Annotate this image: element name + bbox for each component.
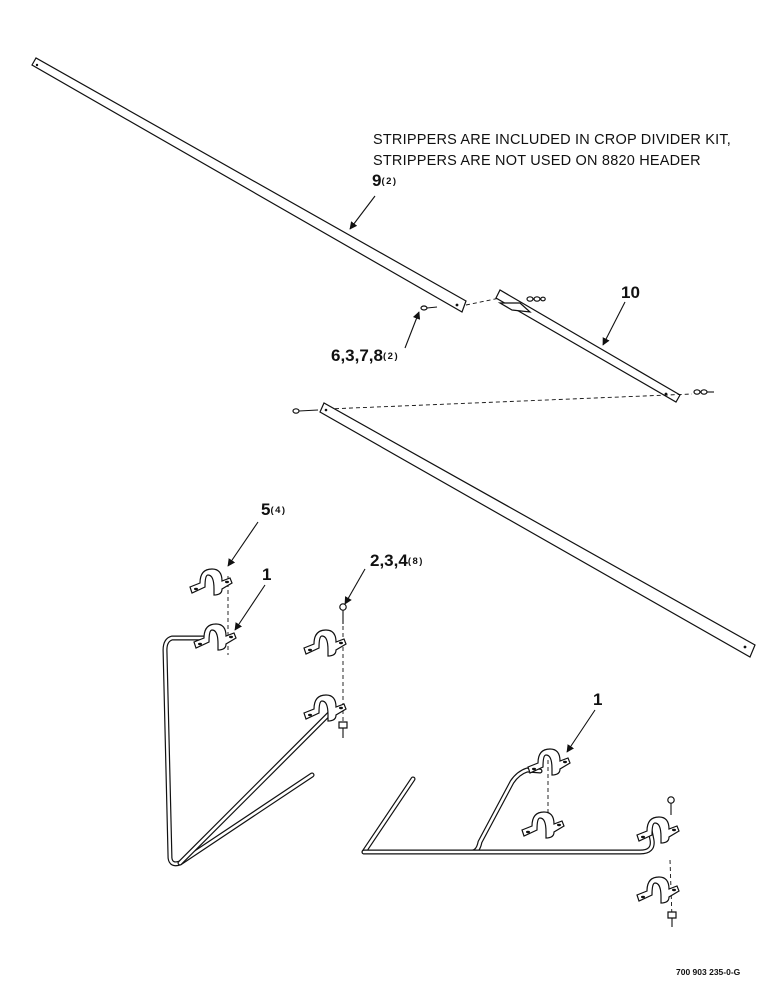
clamp-1-right — [527, 748, 571, 776]
clamp-right-lower — [521, 811, 565, 839]
callout-9-number: 9 — [372, 171, 382, 190]
callout-6378: 6,3,7,8(2) — [331, 346, 399, 366]
nut-center — [338, 721, 348, 738]
leader-5 — [227, 521, 259, 567]
leader-10 — [602, 301, 626, 346]
callout-1-right: 1 — [593, 690, 602, 710]
leader-1a — [234, 584, 266, 631]
callout-6378-number: 6,3,7,8 — [331, 346, 383, 365]
nut-right — [667, 911, 677, 927]
clamp-right-bottom — [636, 876, 680, 904]
leader-9 — [349, 195, 376, 230]
clamp-center-upper — [303, 629, 347, 657]
note-line-2: STRIPPERS ARE NOT USED ON 8820 HEADER — [373, 153, 701, 169]
callout-9-qty: (2) — [381, 176, 398, 187]
clamp-5-top — [189, 568, 233, 596]
callout-1-left: 1 — [262, 565, 271, 585]
callout-9: 9(2) — [372, 171, 398, 191]
stripper-note: STRIPPERS ARE INCLUDED IN CROP DIVIDER K… — [373, 130, 731, 172]
bolt-hardware-lower — [292, 408, 319, 414]
callout-5: 5(4) — [261, 500, 287, 520]
callout-1-right-number: 1 — [593, 690, 603, 709]
assembly-line-10-lower — [327, 393, 693, 410]
crop-divider-rod-left — [162, 635, 333, 867]
callout-234-qty: (8) — [407, 556, 424, 567]
drawing-number: 700 903 235-0-G — [676, 967, 741, 977]
callout-1-left-number: 1 — [262, 565, 272, 584]
callout-5-number: 5 — [261, 500, 271, 519]
stripper-bar-short — [495, 289, 681, 403]
leader-6378 — [404, 311, 421, 349]
bolt-center — [339, 603, 347, 624]
callout-234: 2,3,4(8) — [370, 551, 424, 571]
stripper-bar-lower — [319, 402, 756, 658]
bolt-hardware-upper — [420, 305, 438, 311]
crop-divider-rod-right — [361, 767, 655, 855]
leader-234 — [344, 568, 366, 605]
callout-6378-qty: (2) — [383, 351, 400, 362]
nut-hardware-top — [526, 296, 546, 302]
leader-1b — [566, 709, 596, 753]
clamp-right-upper — [636, 816, 680, 844]
assembly-line-9-10 — [465, 297, 501, 306]
callout-5-qty: (4) — [270, 505, 287, 516]
callout-10: 10 — [621, 283, 640, 303]
note-line-1: STRIPPERS ARE INCLUDED IN CROP DIVIDER K… — [373, 132, 732, 148]
nut-hardware-right — [693, 389, 714, 395]
bolt-right — [667, 796, 675, 815]
stripper-bar-upper — [31, 57, 467, 313]
callout-234-number: 2,3,4 — [370, 551, 408, 570]
callout-10-number: 10 — [621, 283, 640, 302]
